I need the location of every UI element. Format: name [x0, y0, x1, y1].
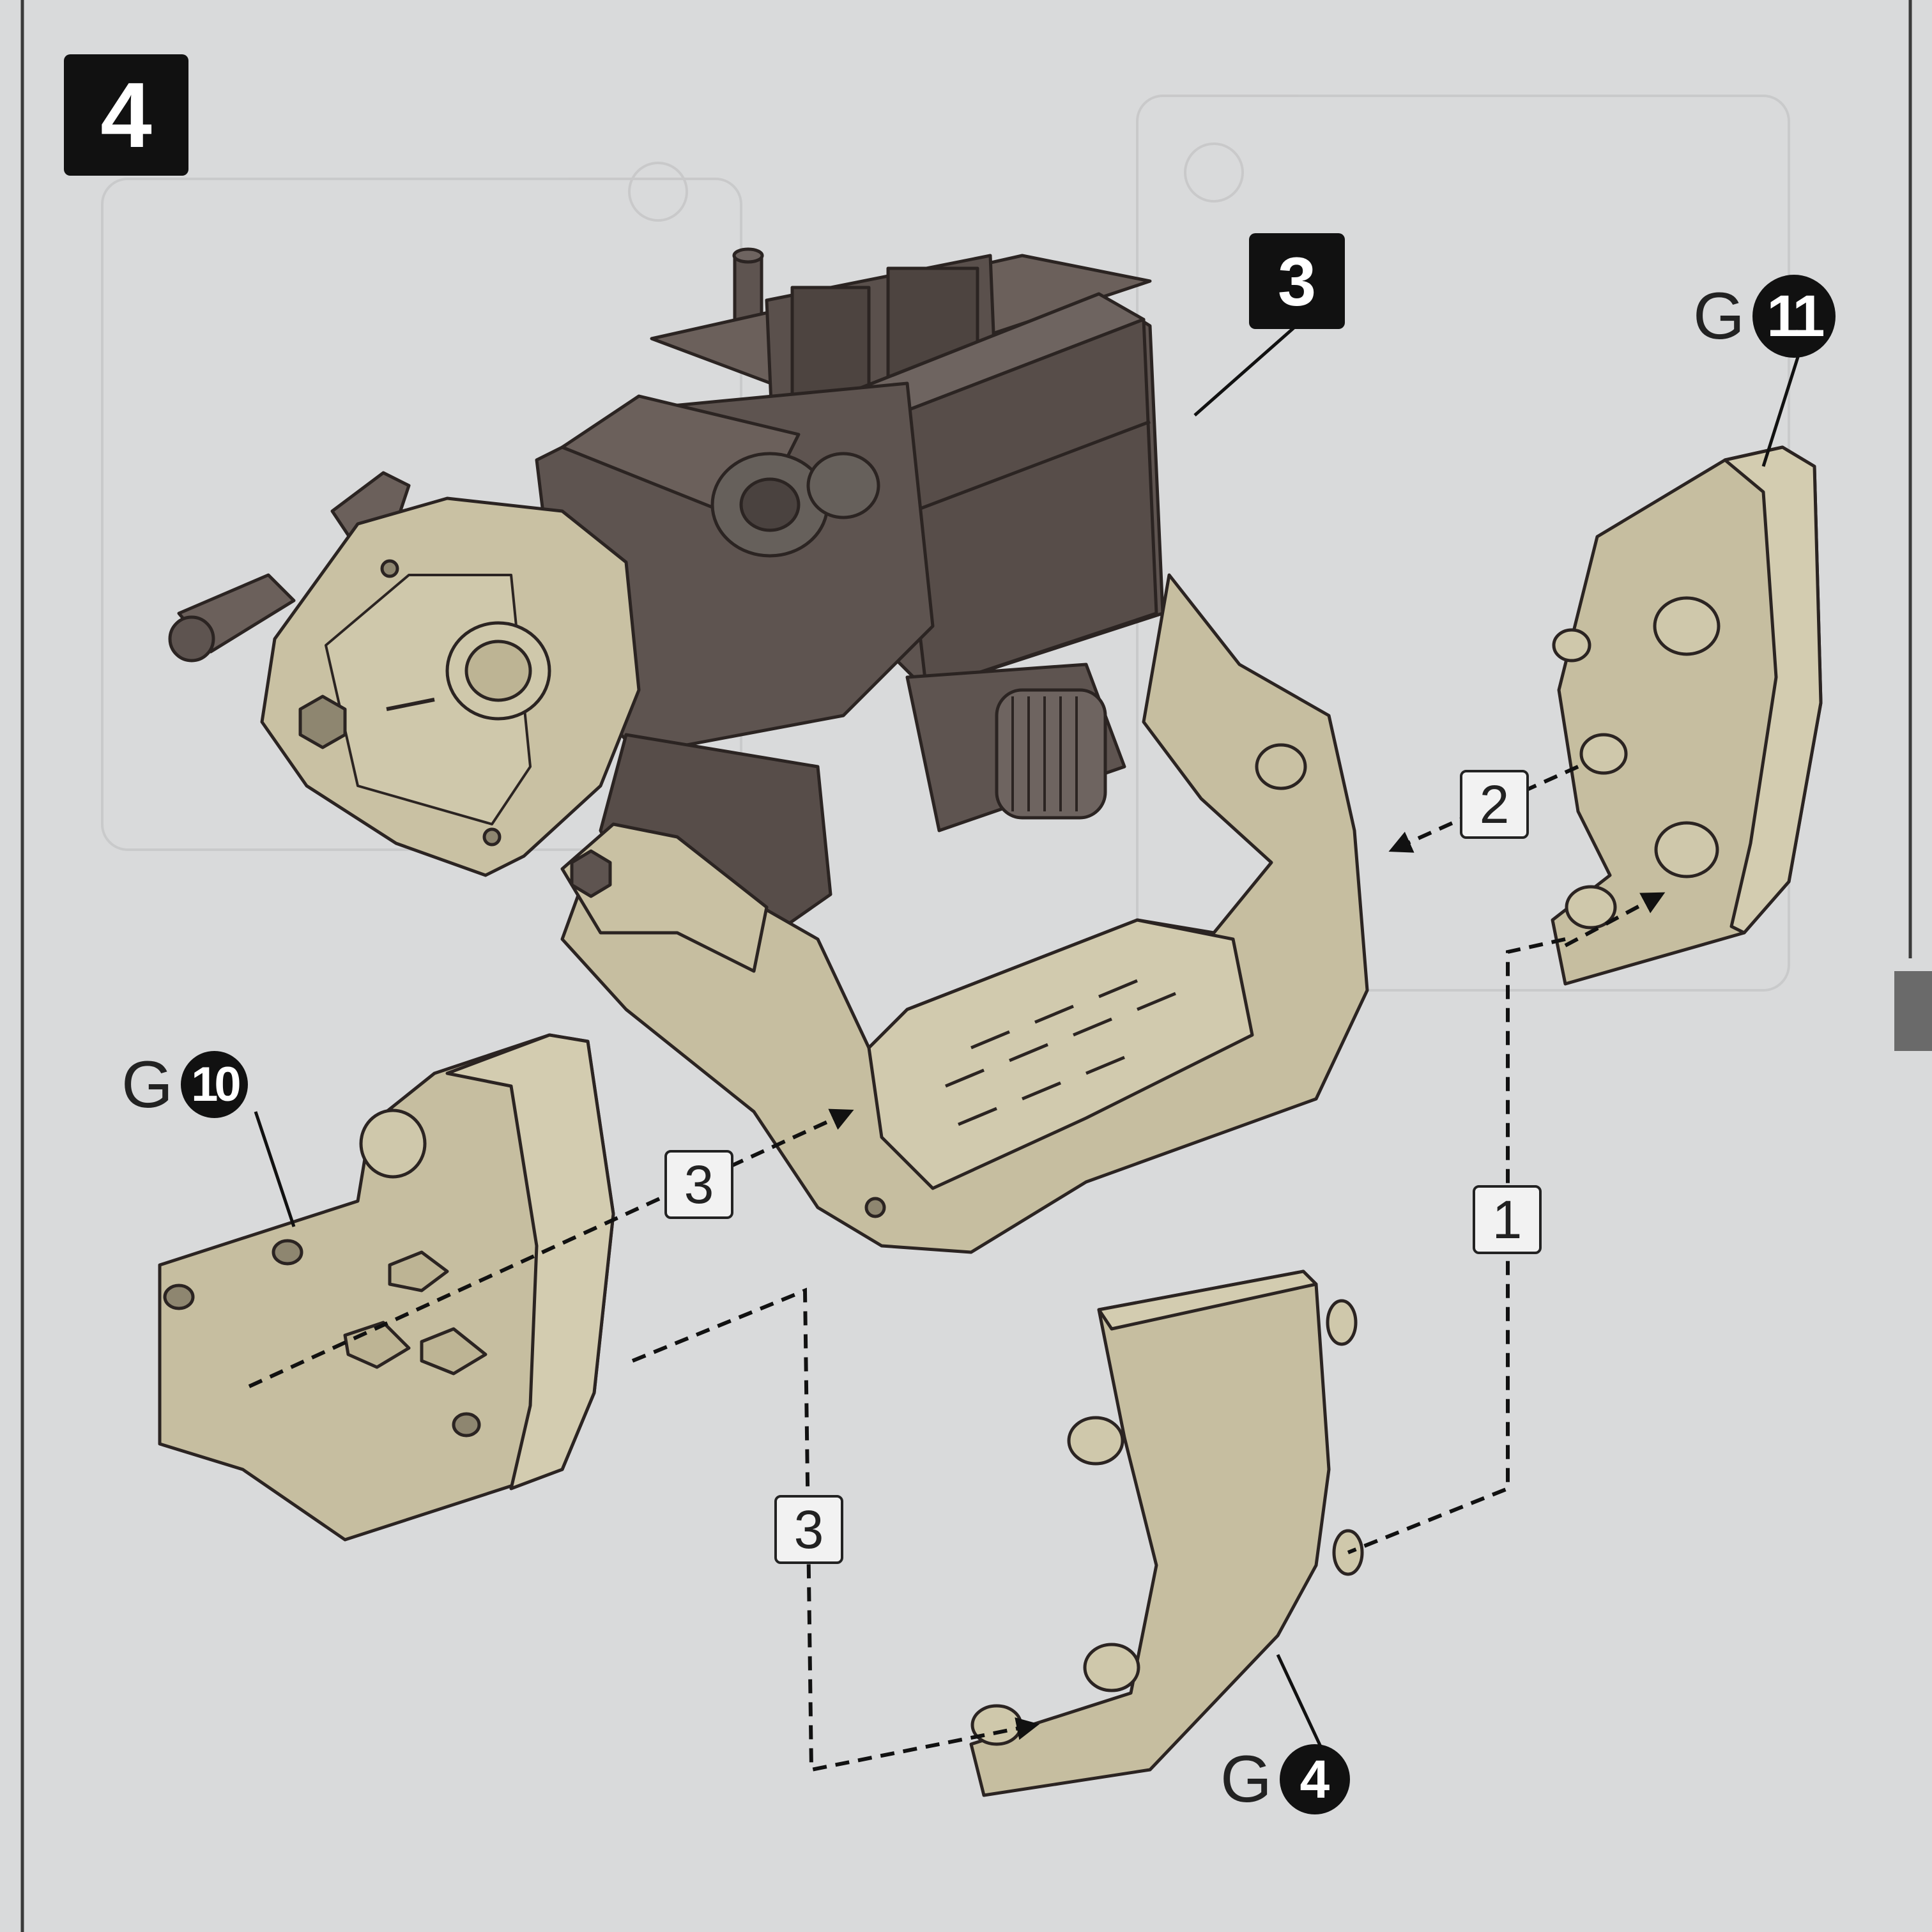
step-number-badge: 4	[64, 54, 188, 176]
page-edge-tab	[1894, 971, 1932, 1051]
part-number-badge: 4	[1279, 1744, 1350, 1814]
order-marker-1: 1	[1473, 1185, 1542, 1254]
part-label-g11: G 11	[1693, 275, 1836, 358]
subassembly-ref-badge: 3	[1249, 233, 1345, 329]
part-number-badge: 11	[1752, 275, 1836, 358]
part-letter: G	[1220, 1742, 1272, 1816]
part-letter: G	[1693, 279, 1745, 353]
order-marker-3-upper: 3	[664, 1150, 733, 1219]
part-letter: G	[121, 1047, 173, 1122]
order-marker-3-lower: 3	[774, 1495, 843, 1564]
installed-side-plate	[260, 496, 641, 877]
part-label-g4: G 4	[1220, 1744, 1350, 1814]
subassembly-body	[168, 247, 1165, 941]
part-number-badge: 10	[180, 1051, 248, 1118]
part-g11-piece	[1551, 445, 1823, 986]
cradle-frame	[560, 573, 1369, 1254]
step-number: 4	[100, 63, 152, 167]
part-label-g10: G 10	[121, 1051, 248, 1118]
order-marker-2: 2	[1460, 770, 1529, 839]
label-leaders	[254, 318, 1804, 1752]
subassembly-ref-number: 3	[1277, 242, 1317, 320]
frame-border	[20, 0, 1912, 1932]
part-g10-piece	[158, 1033, 615, 1542]
